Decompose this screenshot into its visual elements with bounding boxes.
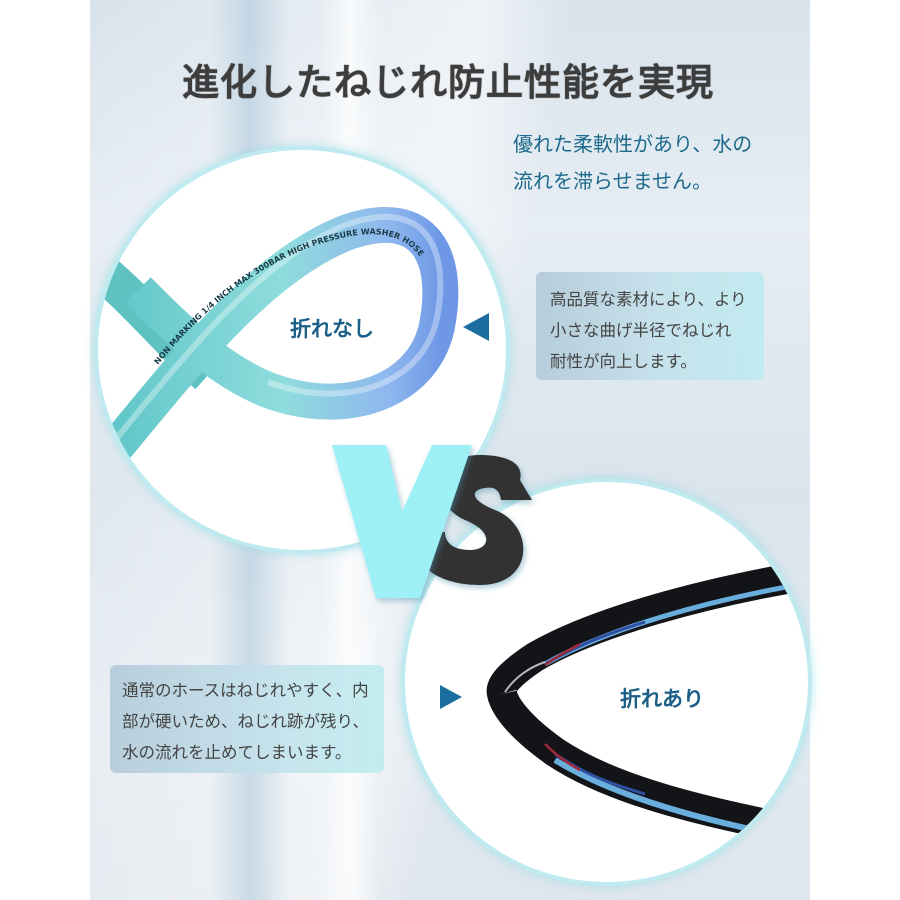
bad-hose-caption: 通常のホースはねじれやすく、内 部が硬いため、ねじれ跡が残り、 水の流れを止めて… [110,665,384,773]
caption-line: 部が硬いため、ねじれ跡が残り、 [122,712,369,731]
triangle-left-icon [463,313,489,341]
kinked-label: 折れあり [620,687,704,711]
intro-line: 流れを滞らせません。 [513,169,712,193]
kinked-hose-image [486,559,808,848]
page-title: 進化したねじれ防止性能を実現 [182,61,714,104]
good-hose-caption: 高品質な素材により、より 小さな曲げ半径でねじれ 耐性が向上します。 [536,272,764,380]
no-kink-label: 折れなし [290,317,374,341]
bad-hose-circle [405,482,808,882]
flexible-hose-image: NON MARKING 1/4 INCH MAX 300BAR HIGH PRE… [98,207,459,492]
caption-line: 水の流れを止めてしまいます。 [122,743,352,762]
intro-line: 優れた柔軟性があり、水の [513,132,753,156]
caption-line: 通常のホースはねじれやすく、内 [122,681,369,700]
caption-line: 小さな曲げ半径でねじれ [550,321,732,340]
vs-letter-v [332,445,472,598]
vs-emblem [332,445,532,598]
triangle-right-icon [440,685,462,709]
intro-text: 優れた柔軟性があり、水の 流れを滞らせません。 [513,126,793,200]
caption-line: 耐性が向上します。 [550,352,697,371]
caption-line: 高品質な素材により、より [550,290,747,309]
